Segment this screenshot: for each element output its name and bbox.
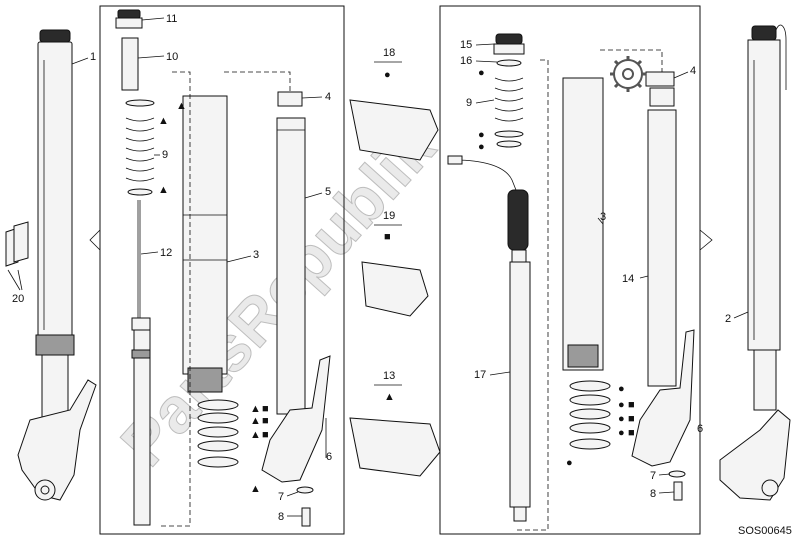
svg-text:■: ■ xyxy=(628,413,635,425)
callout-15: 15 xyxy=(460,39,472,51)
preload-tube-10 xyxy=(121,37,139,91)
guide-line-left-2 xyxy=(224,71,291,100)
sensor-connector xyxy=(447,155,463,165)
svg-text:■: ■ xyxy=(384,231,391,243)
callout-17: 17 xyxy=(474,369,486,381)
svg-text:▲: ▲ xyxy=(250,415,261,427)
callout-1: 1 xyxy=(90,51,96,63)
callout-2: 2 xyxy=(725,313,731,325)
svg-text:■: ■ xyxy=(262,415,269,427)
legend-symbols-left: ▲ ▲ ▲ ▲ ■ ▲ ■ ▲ ■ ▲ xyxy=(158,100,269,495)
svg-text:●: ● xyxy=(618,383,625,395)
left-frame-pointer xyxy=(89,229,101,251)
svg-text:●: ● xyxy=(478,141,485,153)
diagram-code: SOS00645 xyxy=(738,525,792,537)
callout-20: 20 xyxy=(12,293,24,305)
svg-text:●: ● xyxy=(618,427,625,439)
callout-7-left: 7 xyxy=(278,491,284,503)
fork-cap-11 xyxy=(115,9,143,29)
svg-text:●: ● xyxy=(384,69,391,81)
callout-9-right: 9 xyxy=(466,97,472,109)
kit-19: 19 ■ xyxy=(361,210,429,317)
callout-5: 5 xyxy=(325,186,331,198)
svg-text:●: ● xyxy=(618,413,625,425)
svg-text:●: ● xyxy=(618,399,625,411)
inner-tube-3-right xyxy=(562,77,604,371)
svg-text:■: ■ xyxy=(262,429,269,441)
callout-14: 14 xyxy=(622,273,634,285)
guide-line-right-1 xyxy=(515,59,549,531)
fork-leg-right-assembled xyxy=(719,24,791,501)
bolt-8-right xyxy=(673,481,683,501)
callout-9-left: 9 xyxy=(162,149,168,161)
callout-3-left: 3 xyxy=(253,249,259,261)
kit-18: 18 ● xyxy=(349,47,439,161)
callout-6-left: 6 xyxy=(326,451,332,463)
callout-8-left: 8 xyxy=(278,511,284,523)
callout-7-right: 7 xyxy=(650,470,656,482)
svg-text:▲: ▲ xyxy=(158,115,169,127)
cap-4-right xyxy=(645,71,675,87)
right-frame-pointer xyxy=(699,229,713,251)
callout-11: 11 xyxy=(166,13,177,25)
seal-rings-right xyxy=(569,380,611,450)
svg-text:13: 13 xyxy=(383,370,395,382)
inner-tube-3-left xyxy=(182,95,228,393)
guide-line-right-2 xyxy=(600,49,663,80)
callout-16: 16 xyxy=(460,55,472,67)
svg-text:▲: ▲ xyxy=(158,184,169,196)
seal-rings-left xyxy=(197,399,239,468)
svg-text:▲: ▲ xyxy=(250,429,261,441)
svg-text:▲: ▲ xyxy=(250,403,261,415)
svg-text:18: 18 xyxy=(383,47,395,59)
svg-text:▲: ▲ xyxy=(384,391,395,403)
spring-9 xyxy=(125,99,155,196)
washer-7-right xyxy=(668,470,686,478)
svg-text:■: ■ xyxy=(628,399,635,411)
left-group-frame xyxy=(99,5,345,535)
callout-4-right: 4 xyxy=(690,65,696,77)
svg-text:●: ● xyxy=(478,129,485,141)
damper-cartridge-17 xyxy=(507,189,531,522)
svg-text:●: ● xyxy=(478,67,485,79)
fork-leg-left-assembled xyxy=(17,29,97,501)
callout-labels: 1 2 3 3 4 4 5 6 6 7 7 8 8 9 9 10 11 12 1… xyxy=(12,13,749,523)
svg-text:▲: ▲ xyxy=(176,100,187,112)
callout-4-left: 4 xyxy=(325,91,331,103)
callout-3-right: 3 xyxy=(600,211,606,223)
outer-tube-14 xyxy=(631,71,695,467)
callout-8-right: 8 xyxy=(650,488,656,500)
callout-12: 12 xyxy=(160,247,172,259)
gear-icon xyxy=(610,56,646,92)
washer-7-left xyxy=(296,486,314,494)
damper-rod-12 xyxy=(131,200,151,526)
brake-pad-items-20 xyxy=(5,221,29,291)
washer-16 xyxy=(496,59,522,67)
svg-text:19: 19 xyxy=(383,210,395,222)
bolt-8-left xyxy=(301,507,311,527)
spring-9-right xyxy=(494,77,524,148)
legend-symbols-right: ● ● ● ● ● ■ ● ■ ● ■ ● xyxy=(478,67,635,469)
svg-text:▲: ▲ xyxy=(250,483,261,495)
svg-text:●: ● xyxy=(566,457,573,469)
svg-text:■: ■ xyxy=(628,427,635,439)
callout-6-right: 6 xyxy=(697,423,703,435)
right-group-frame xyxy=(439,5,701,535)
fork-cap-15 xyxy=(493,33,525,55)
kit-13: 13 ▲ xyxy=(349,370,441,477)
outer-tube-5 xyxy=(261,91,331,483)
callout-10: 10 xyxy=(166,51,178,63)
guide-line-left-1 xyxy=(160,71,191,527)
sensor-cable xyxy=(454,159,519,196)
svg-text:■: ■ xyxy=(262,403,269,415)
